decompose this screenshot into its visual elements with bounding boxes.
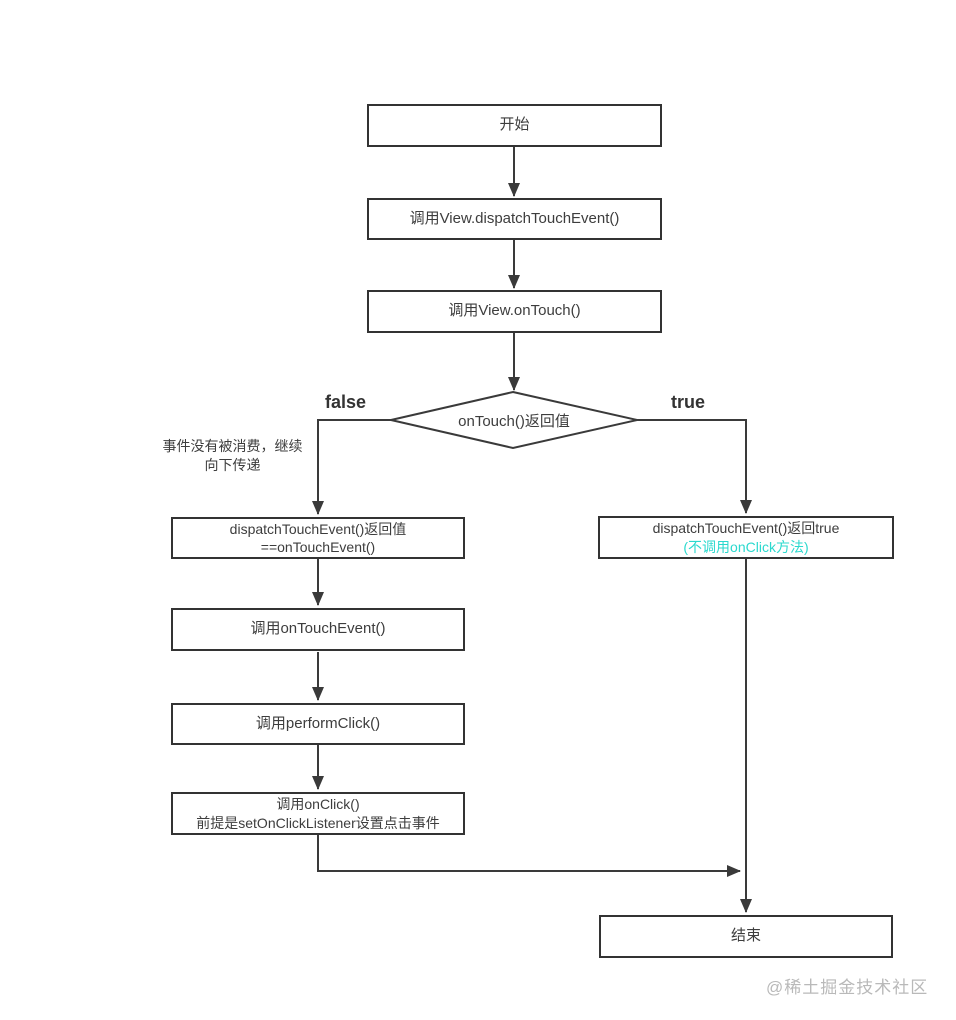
node-on-touch-label: 调用View.onTouch(): [448, 302, 581, 320]
node-dispatch-label: 调用View.dispatchTouchEvent(): [409, 209, 620, 227]
node-left-result-line2: ==onTouchEvent(): [260, 539, 376, 555]
node-left-result-line1: dispatchTouchEvent()返回值: [229, 520, 407, 537]
false-branch-annotation: 事件没有被消费，继续 向下传递: [150, 437, 315, 475]
node-perform-click: 调用performClick(): [171, 703, 465, 745]
node-on-click: 调用onClick() 前提是setOnClickListener设置点击事件: [171, 792, 465, 835]
node-perform-click-label: 调用performClick(): [255, 714, 381, 732]
node-dispatch-touch-event: 调用View.dispatchTouchEvent(): [367, 198, 662, 240]
decision-diamond-shape: [390, 390, 638, 450]
node-end-label: 结束: [730, 927, 761, 945]
node-on-click-line2: 前提是setOnClickListener设置点击事件: [196, 814, 440, 831]
node-right-result-line2: (不调用onClick方法): [683, 538, 809, 555]
false-branch-label: false: [325, 392, 367, 412]
node-on-touch: 调用View.onTouch(): [367, 290, 662, 333]
node-decision-label: onTouch()返回值: [458, 412, 570, 430]
connector-onclick-merge: [317, 835, 741, 877]
true-branch-label: true: [671, 392, 706, 412]
annotation-line2: 向下传递: [204, 456, 261, 473]
node-on-touch-event: 调用onTouchEvent(): [171, 608, 465, 651]
node-right-result-line1: dispatchTouchEvent()返回true: [652, 520, 840, 537]
node-on-touch-event-label: 调用onTouchEvent(): [250, 620, 386, 638]
node-end: 结束: [599, 915, 893, 958]
node-on-click-line1: 调用onClick(): [276, 796, 360, 813]
connector-decision-true-branch: [637, 419, 752, 514]
connector-decision-false-branch: [312, 419, 391, 515]
watermark: @稀土掘金技术社区: [766, 978, 929, 997]
node-start-label: 开始: [499, 116, 530, 134]
node-left-result: dispatchTouchEvent()返回值 ==onTouchEvent(): [171, 517, 465, 559]
node-right-result: dispatchTouchEvent()返回true (不调用onClick方法…: [598, 516, 894, 559]
annotation-line1: 事件没有被消费，继续: [162, 438, 303, 454]
node-start: 开始: [367, 104, 662, 147]
